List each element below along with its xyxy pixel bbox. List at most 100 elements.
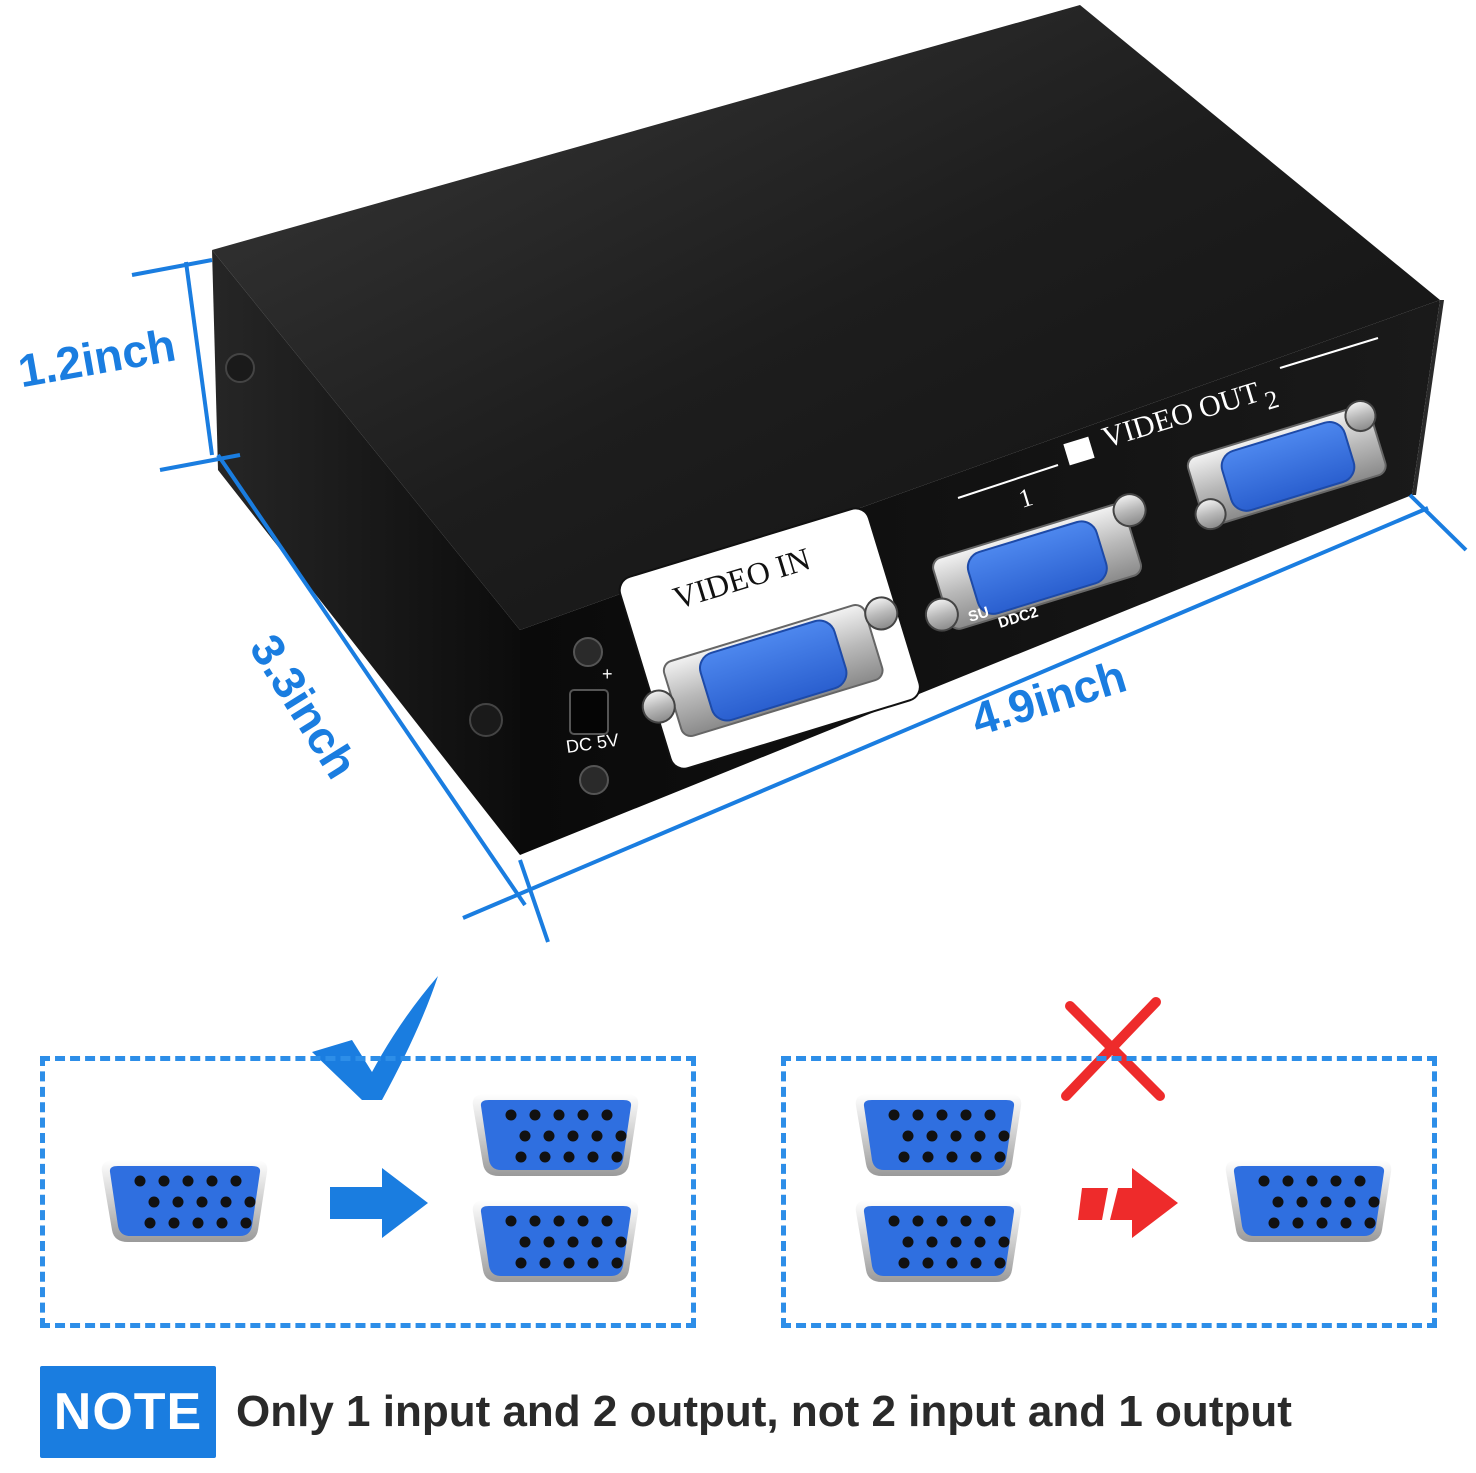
vga-pin [148, 1196, 160, 1208]
note-bar: NOTE Only 1 input and 2 output, not 2 in… [40, 1366, 1292, 1458]
vga-pin [567, 1130, 579, 1142]
correct-usage-panel [40, 1056, 696, 1328]
vga-pin [144, 1217, 156, 1229]
vga-pin [591, 1130, 603, 1142]
vga-pin [134, 1175, 146, 1187]
power-plus-label: + [602, 664, 613, 684]
vga-pin [1320, 1196, 1332, 1208]
vga-pin [898, 1257, 910, 1269]
vga-pin [244, 1196, 256, 1208]
vga-pin [615, 1130, 627, 1142]
vga-pin [950, 1236, 962, 1248]
vga-pin [1272, 1196, 1284, 1208]
vga-pin [1330, 1175, 1342, 1187]
broken-arrow-icon [1078, 1168, 1178, 1238]
vga-pin [168, 1217, 180, 1229]
vga-pin [519, 1130, 531, 1142]
vga-pin [898, 1151, 910, 1163]
side-screw-top [225, 353, 255, 383]
wrong-usage-panel [781, 1056, 1437, 1328]
vga-splitter-device: + DC 5V VIDEO IN 1 VIDEO OUT 2 SU DDC2 [212, 5, 1444, 855]
vga-pin [998, 1130, 1010, 1142]
vga-pin [529, 1109, 541, 1121]
vga-pin [543, 1236, 555, 1248]
vga-pin [611, 1151, 623, 1163]
vga-pin [960, 1215, 972, 1227]
vga-pin [611, 1257, 623, 1269]
vga-pin [998, 1236, 1010, 1248]
note-text: Only 1 input and 2 output, not 2 input a… [236, 1387, 1292, 1436]
port-marking-label: SU [966, 603, 991, 625]
dimension-lines [131, 258, 1468, 943]
vga-pin [587, 1257, 599, 1269]
vga-pin [926, 1130, 938, 1142]
vga-pin [912, 1109, 924, 1121]
vga-pin [946, 1257, 958, 1269]
vga-pin [970, 1257, 982, 1269]
vga-pin [591, 1236, 603, 1248]
vga-pin [515, 1151, 527, 1163]
vga-pin [960, 1109, 972, 1121]
vga-pin [1316, 1217, 1328, 1229]
vga-pin [926, 1236, 938, 1248]
vga-pin [577, 1215, 589, 1227]
depth-dimension-line [216, 453, 527, 907]
vga-pin [1364, 1217, 1376, 1229]
front-screw-top [573, 637, 603, 667]
vga-pin [970, 1151, 982, 1163]
vga-pin [539, 1257, 551, 1269]
vga-pin [902, 1130, 914, 1142]
vga-pin [1268, 1217, 1280, 1229]
vga-pin [563, 1257, 575, 1269]
vga-pin [1344, 1196, 1356, 1208]
vga-pin [216, 1217, 228, 1229]
vga-pin [182, 1175, 194, 1187]
vga-pin [230, 1175, 242, 1187]
height-dimension-line [184, 261, 214, 456]
vga-pin [158, 1175, 170, 1187]
vga-pin [912, 1215, 924, 1227]
vga-pin [1292, 1217, 1304, 1229]
front-screw-bottom [579, 765, 609, 795]
vga-pin [984, 1215, 996, 1227]
vga-pin [888, 1215, 900, 1227]
vga-pin [240, 1217, 252, 1229]
vga-pin [950, 1130, 962, 1142]
vga-pin [1296, 1196, 1308, 1208]
vga-pin [902, 1236, 914, 1248]
video-out-1-port [924, 493, 1147, 632]
vga-pin [615, 1236, 627, 1248]
vga-pin [994, 1257, 1006, 1269]
output-1-rule [957, 464, 1059, 499]
vga-pin [1306, 1175, 1318, 1187]
note-badge: NOTE [40, 1366, 216, 1458]
vga-pin [505, 1109, 517, 1121]
vga-pin [601, 1215, 613, 1227]
vga-pin [1258, 1175, 1270, 1187]
vga-pin [553, 1215, 565, 1227]
vga-pin [601, 1109, 613, 1121]
vga-pin [946, 1151, 958, 1163]
vga-pin [922, 1151, 934, 1163]
device-left-face [212, 250, 520, 855]
power-jack [569, 689, 609, 735]
vga-pin [888, 1109, 900, 1121]
vga-pin [984, 1109, 996, 1121]
vga-pin [543, 1130, 555, 1142]
device-top-face [212, 5, 1440, 630]
vga-pin [922, 1257, 934, 1269]
vga-pin [206, 1175, 218, 1187]
vga-pin [553, 1109, 565, 1121]
checkmark-icon [312, 976, 438, 1100]
width-dimension-line [462, 506, 1429, 920]
vga-pin [577, 1109, 589, 1121]
vga-pin [936, 1215, 948, 1227]
vga-pin [563, 1151, 575, 1163]
device-right-edge [1412, 300, 1444, 495]
vga-pin [1368, 1196, 1380, 1208]
video-in-port [641, 596, 899, 738]
vga-pin [974, 1236, 986, 1248]
vga-pin [994, 1151, 1006, 1163]
vga-pin [515, 1257, 527, 1269]
vga-pin [505, 1215, 517, 1227]
